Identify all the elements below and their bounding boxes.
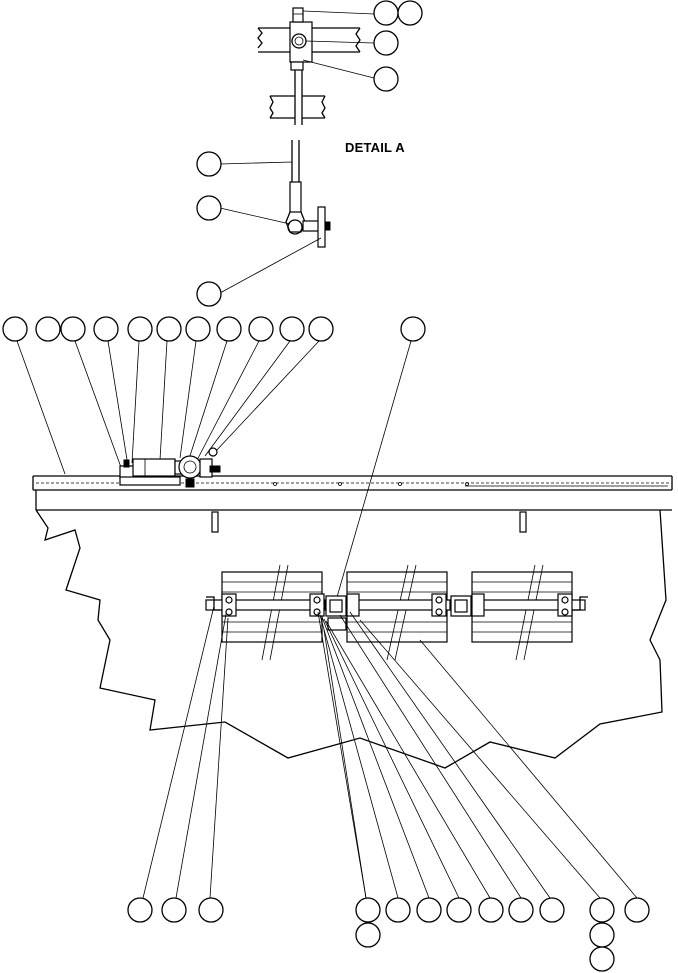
upper-callout-row <box>2 316 426 605</box>
detail-a-label: DETAIL A <box>345 140 405 155</box>
detail-a-lower-linkage <box>285 140 331 248</box>
hydraulic-cylinder <box>119 447 221 488</box>
detail-a-top-callouts <box>302 0 423 92</box>
detail-a-top-fitting <box>257 7 361 125</box>
roller-assembly-middle <box>324 564 456 661</box>
detail-a-lower-callouts <box>196 151 322 307</box>
roller-assembly-left <box>205 564 325 661</box>
panel-break-outline <box>35 509 667 769</box>
roller-assembly-right <box>449 564 588 661</box>
bottom-callout-row <box>127 605 650 972</box>
